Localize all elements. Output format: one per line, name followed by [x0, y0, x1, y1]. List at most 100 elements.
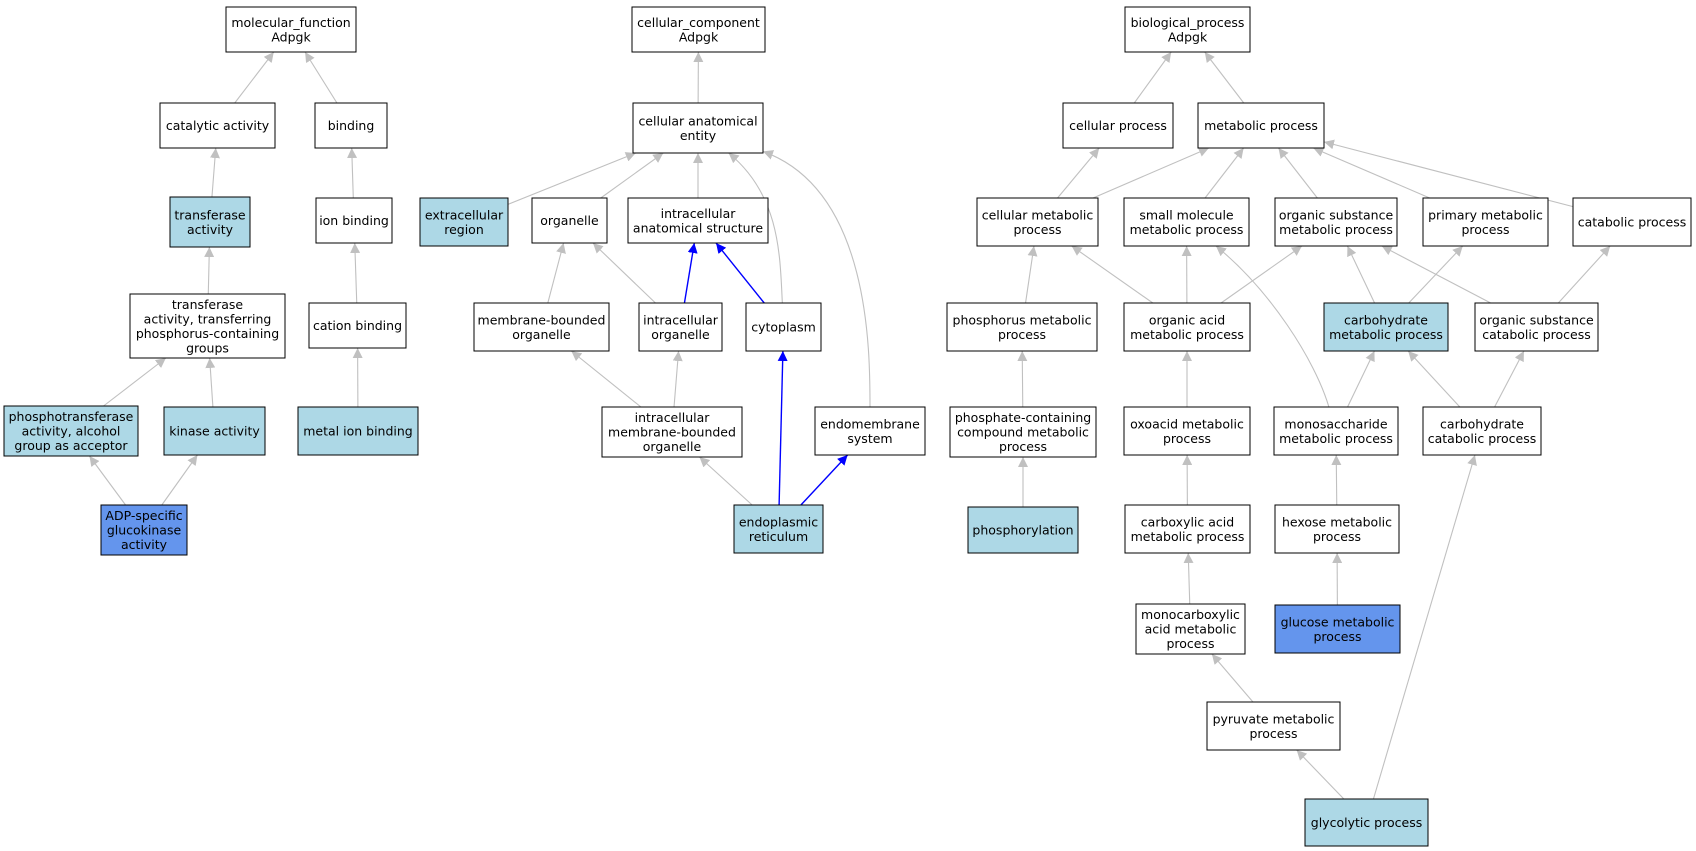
node-box: [159, 102, 276, 149]
node-label: endoplasmic: [739, 514, 818, 529]
node-label: metabolic process: [1279, 431, 1393, 446]
node-label: phosphorus metabolic: [953, 312, 1092, 327]
edge-cmp-to-metaproc: [1092, 147, 1210, 199]
edge-cationbinding-to-ionbinding: [350, 242, 361, 304]
node-label: activity: [187, 222, 234, 237]
edge-kinase-to-transfer_phos: [205, 357, 216, 408]
node-box: [297, 406, 419, 456]
node-ionbinding[interactable]: ion binding: [315, 197, 393, 244]
node-label: process: [1461, 222, 1509, 237]
edge-oscp-to-osmp: [1381, 245, 1491, 304]
edge-er-to-endomem: [800, 454, 849, 506]
edge-pmp-to-metaproc: [1313, 147, 1430, 199]
node-label: ion binding: [319, 213, 389, 228]
node-label: glycolytic process: [1311, 815, 1422, 830]
node-label: kinase activity: [169, 424, 260, 439]
node-label: organelle: [651, 327, 710, 342]
node-label: monosaccharide: [1284, 416, 1387, 431]
node-glycolytic[interactable]: glycolytic process: [1304, 798, 1429, 847]
node-metaproc[interactable]: metabolic process: [1197, 102, 1325, 149]
node-label: glucokinase: [107, 523, 182, 538]
node-label: metabolic process: [1279, 222, 1393, 237]
node-box: [315, 197, 393, 244]
edge-carbcat-to-oscp: [1494, 350, 1525, 408]
node-label: process: [1013, 222, 1061, 237]
node-box: [946, 302, 1098, 352]
node-box: [531, 197, 608, 244]
node-box: [814, 406, 926, 456]
node-cytoplasm[interactable]: cytoplasm: [745, 302, 822, 352]
node-box: [473, 302, 610, 352]
node-cationbinding[interactable]: cation binding: [308, 302, 407, 349]
node-binding[interactable]: binding: [314, 102, 388, 149]
node-kinase[interactable]: kinase activity: [163, 406, 266, 456]
node-box: [1422, 197, 1549, 247]
node-phosphorylation[interactable]: phosphorylation: [967, 506, 1079, 554]
edge-cellproc-to-bp: [1133, 51, 1172, 104]
node-label: region: [444, 222, 484, 237]
node-label: process: [1166, 636, 1214, 651]
edge-transferase-to-catalytic: [209, 147, 220, 198]
node-label: transferase: [172, 297, 244, 312]
node-catab[interactable]: catabolic process: [1572, 197, 1692, 247]
node-catalytic[interactable]: catalytic activity: [159, 102, 276, 149]
node-metalion[interactable]: metal ion binding: [297, 406, 419, 456]
node-label: process: [998, 327, 1046, 342]
node-label: catabolic process: [1428, 431, 1537, 446]
node-label: cytoplasm: [751, 320, 816, 335]
node-box: [1124, 6, 1251, 53]
node-label: oxoacid metabolic: [1130, 416, 1244, 431]
node-box: [129, 293, 286, 359]
edge-oscp-to-catab: [1557, 245, 1611, 304]
node-label: system: [847, 431, 892, 446]
node-box: [1197, 102, 1325, 149]
node-box: [1062, 102, 1174, 149]
node-label: metal ion binding: [303, 424, 413, 439]
node-label: cellular anatomical: [638, 113, 757, 128]
node-organelle[interactable]: organelle: [531, 197, 608, 244]
node-cellproc[interactable]: cellular process: [1062, 102, 1174, 149]
edge-extracell-to-cae: [507, 152, 636, 205]
node-label: process: [1163, 431, 1211, 446]
node-label: organic substance: [1279, 207, 1394, 222]
node-box: [308, 302, 407, 349]
node-box: [1124, 504, 1251, 554]
node-label: intracellular: [643, 312, 719, 327]
node-box: [631, 6, 766, 53]
edge-cmp-to-cellproc: [1057, 147, 1100, 199]
